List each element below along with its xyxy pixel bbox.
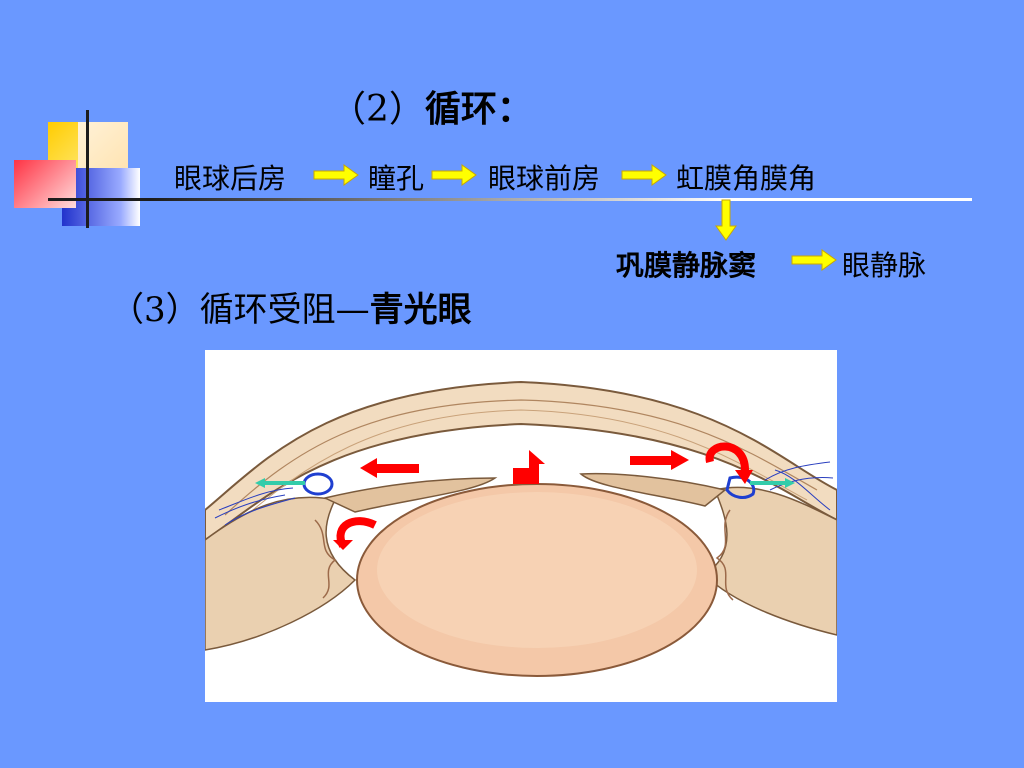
- horizontal-line-short: [48, 198, 150, 201]
- lens-highlight: [377, 492, 697, 648]
- scleral-sinus-left: [302, 472, 334, 496]
- section3-prefix: （3）循环受阻—: [110, 290, 370, 330]
- flow-step-pupil: 瞳孔: [368, 162, 425, 195]
- eye-diagram: [204, 380, 838, 677]
- flow-step-anterior-chamber: 眼球前房: [488, 162, 601, 195]
- section-heading-3: （3）循环受阻—青光眼: [110, 282, 472, 331]
- iris-right: [579, 472, 727, 507]
- right-arrow-icon: [313, 164, 359, 186]
- cornea-inner-line: [224, 399, 818, 516]
- right-arrow-icon: [791, 249, 837, 271]
- red-curved-arrow-right: [705, 442, 753, 484]
- ciliary-folds-right: [715, 509, 734, 601]
- flow-step-posterior-chamber: 眼球后房: [174, 162, 287, 195]
- flow-step-ophthalmic-vein: 眼静脉: [842, 249, 927, 282]
- red-arrow-right: [630, 450, 689, 470]
- vertical-line: [86, 110, 89, 228]
- eye-anterior-segment-figure: [204, 350, 838, 702]
- right-arrow-icon: [621, 164, 667, 186]
- ciliary-folds-left: [314, 519, 337, 599]
- vein-right: [764, 461, 834, 511]
- section3-title: 青光眼: [369, 290, 472, 330]
- ciliary-body-left: [204, 496, 357, 651]
- flow-step-scleral-venous-sinus: 巩膜静脉窦: [616, 249, 757, 282]
- down-arrow-icon: [715, 199, 737, 241]
- heading-title: 循环：: [424, 88, 533, 130]
- section-heading-2: （2）循环：: [330, 80, 533, 132]
- drainage-arrow-left: [255, 478, 305, 488]
- red-arrow-up: [513, 450, 545, 484]
- heading-prefix: （2）: [330, 89, 425, 130]
- red-curved-arrow-left: [333, 517, 377, 550]
- right-arrow-icon: [431, 164, 477, 186]
- decor-squares: [0, 110, 150, 230]
- drainage-arrow-right: [750, 478, 795, 488]
- header-rule: [150, 198, 972, 201]
- flow-step-iridocorneal-angle: 虹膜角膜角: [676, 162, 817, 195]
- vein-left: [214, 487, 296, 526]
- red-arrow-left: [360, 458, 419, 478]
- iris-left: [322, 477, 498, 513]
- cornea-inner-line-2: [234, 409, 808, 526]
- ciliary-body-right: [703, 486, 838, 636]
